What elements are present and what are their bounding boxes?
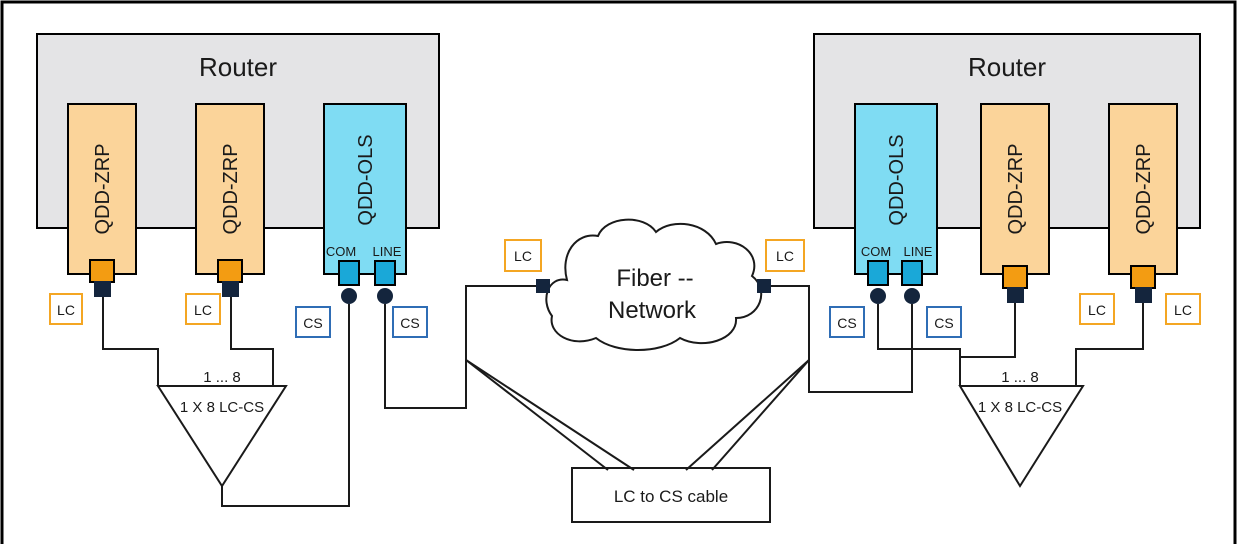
left-cs-tag-1-text: CS — [303, 315, 322, 331]
left-lc-tag-1-text: LC — [57, 302, 75, 318]
right-ols-com-cs-connector — [870, 288, 886, 304]
right-lc-tag-1 — [1079, 293, 1115, 325]
left-ols-module-label: QDD-OLS — [355, 134, 377, 225]
fiber-network-cloud — [545, 218, 763, 351]
right-ols-line-cs-connector — [904, 288, 920, 304]
right-ols-line-port — [901, 260, 923, 286]
network-label-line2: Network — [608, 297, 697, 324]
right-ols-com-port — [867, 260, 889, 286]
right-splitter-range: 1 ... 8 — [1001, 369, 1039, 386]
left-ols-com-cs-connector — [341, 288, 357, 304]
left-lc-tag-2 — [185, 293, 221, 325]
left-cs-tag-2 — [392, 306, 428, 338]
left-ols-com-label: COM — [326, 244, 356, 259]
left-lc-tag-1 — [49, 293, 83, 325]
left-ols-module — [323, 103, 407, 275]
right-zrp-2-lc-port — [1130, 265, 1156, 289]
cable-callout-4 — [711, 359, 810, 471]
right-zrp-module-1-label: QDD-ZRP — [1005, 143, 1027, 234]
right-wire-zrp2-splitter — [1075, 303, 1144, 386]
left-splitter — [156, 385, 288, 488]
right-wire-zrp1-splitter — [959, 303, 1016, 386]
right-splitter — [958, 385, 1085, 488]
left-zrp-module-1 — [67, 103, 137, 275]
left-zrp-1-lc-connector — [94, 281, 111, 297]
right-lc-tag-2 — [1165, 293, 1201, 325]
left-zrp-2-lc-port — [217, 259, 243, 283]
right-ols-module-label: QDD-OLS — [886, 134, 908, 225]
left-lc-tag-2-text: LC — [194, 302, 212, 318]
left-network-lc-connector — [536, 279, 550, 293]
left-zrp-1-lc-port — [89, 259, 115, 283]
cable-callout-1 — [465, 359, 609, 471]
left-splitter-range: 1 ... 8 — [203, 369, 241, 386]
left-ols-line-label: LINE — [373, 244, 402, 259]
left-ols-line-cs-connector — [377, 288, 393, 304]
right-cs-tag-1-text: CS — [837, 315, 856, 331]
left-cs-tag-2-text: CS — [400, 315, 419, 331]
left-zrp-module-1-label: QDD-ZRP — [92, 143, 114, 234]
left-ols-com-port — [338, 260, 360, 286]
center-lc-tag-left-text: LC — [514, 248, 532, 264]
left-zrp-2-lc-connector — [222, 281, 239, 297]
right-zrp-module-2-label: QDD-ZRP — [1133, 143, 1155, 234]
right-router-title: Router — [968, 52, 1046, 82]
left-ols-line-port — [374, 260, 396, 286]
right-ols-line-label: LINE — [904, 244, 933, 259]
lc-to-cs-cable-label: LC to CS cable — [614, 487, 728, 506]
right-cs-tag-2-text: CS — [934, 315, 953, 331]
right-zrp-2-lc-connector — [1135, 287, 1152, 303]
right-lc-tag-2-text: LC — [1174, 302, 1192, 318]
cable-callout-3 — [685, 359, 810, 471]
right-ols-com-label: COM — [861, 244, 891, 259]
lc-to-cs-cable-box — [571, 467, 771, 523]
network-label-line1: Fiber -- — [616, 265, 693, 292]
left-cs-tag-1 — [295, 306, 331, 338]
right-lc-tag-1-text: LC — [1088, 302, 1106, 318]
left-wire-zrp2-splitter — [230, 297, 274, 386]
center-lc-tag-right-text: LC — [776, 248, 794, 264]
right-splitter-type: 1 X 8 LC-CS — [978, 399, 1062, 416]
center-lc-tag-left — [504, 239, 542, 272]
right-zrp-1-lc-port — [1002, 265, 1028, 289]
right-cs-tag-1 — [829, 306, 865, 338]
left-wire-zrp1-splitter — [102, 297, 159, 386]
left-splitter-type: 1 X 8 LC-CS — [180, 399, 264, 416]
right-zrp-1-lc-connector — [1007, 287, 1024, 303]
center-lc-tag-right — [765, 239, 805, 272]
left-zrp-module-2-label: QDD-ZRP — [220, 143, 242, 234]
cable-callout-2 — [465, 359, 635, 471]
left-router-title: Router — [199, 52, 277, 82]
right-network-lc-connector — [757, 279, 771, 293]
right-ols-module — [854, 103, 938, 275]
right-cs-tag-2 — [926, 306, 962, 338]
left-wire-line-network — [384, 285, 543, 409]
right-wire-network-line — [771, 285, 913, 393]
left-wire-splitter-com — [221, 304, 350, 507]
